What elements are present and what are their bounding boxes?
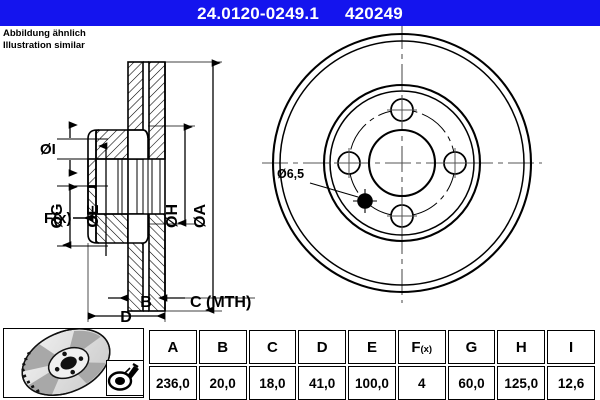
disclaimer-de: Abbildung ähnlich [3,28,86,39]
circle-hat-outer-inner [329,90,475,236]
header-cell-B: B [198,330,247,364]
label-dia-G: ØG [49,204,66,229]
label-dia-E: ØE [85,204,102,227]
header-cell-D: D [298,330,347,364]
circle-hat-outer [322,83,482,243]
illustration-disclaimer: Abbildung ähnlich Illustration similar [3,28,86,51]
label-dia-I: ØI [40,141,56,158]
annotation-force-x: F(x) [44,210,94,227]
header-f-letter: F [411,338,421,356]
table-header-row: A B C D E F(x) G H I [149,330,595,364]
dimension-table: A B C D E F(x) G H I 236,0 20,0 18,0 41,… [147,328,597,400]
bolt-hole [387,201,417,231]
value-cell-C: 18,0 [248,366,297,400]
label-dia-6-5: Ø6,5 [277,167,304,181]
bottom-panel: A B C D E F(x) G H I 236,0 20,0 18,0 41,… [0,326,600,400]
article-number: 420249 [344,3,403,23]
spray-coating-icon [106,360,144,396]
dimension-dia-G: ØG [49,183,108,249]
technical-drawing: ØI ØG ØE [0,26,600,324]
label-dia-A: ØA [192,204,209,228]
circle-outer-disc-inner [279,40,525,286]
header-cell-I: I [547,330,595,364]
label-force-x: F(x) [44,210,72,227]
disclaimer-en: Illustration similar [3,39,85,51]
value-cell-E: 100,0 [348,366,396,400]
label-dim-C: C (MTH) [190,294,251,311]
value-cell-H: 125,0 [497,366,546,400]
bolt-hole [334,148,364,178]
bolt-hole [387,95,417,125]
label-dim-B: B [140,294,152,311]
table-value-row: 236,0 20,0 18,0 41,0 100,0 4 60,0 125,0 … [149,366,595,400]
header-cell-A: A [149,330,197,364]
value-cell-D: 41,0 [298,366,347,400]
part-number: 24.0120-0249.1 [197,3,319,23]
value-cell-A: 236,0 [149,366,197,400]
header-bar: 24.0120-0249.1 420249 [0,0,600,26]
value-cell-B: 20,0 [198,366,247,400]
header-cell-E: E [348,330,396,364]
label-dia-H: ØH [164,204,181,228]
leader-line-dia65 [309,182,359,198]
bolt-holes [334,95,470,231]
dimension-dia-H: ØH [148,123,195,228]
header-cell-G: G [447,330,496,364]
cross-section-view: ØI ØG ØE [40,59,255,324]
value-cell-G: 60,0 [447,366,496,400]
circle-center-bore [367,128,437,198]
locating-hole [353,189,377,213]
value-cell-F: 4 [397,366,446,400]
header-f-subscript: (x) [420,343,433,355]
circle-outer-disc [271,32,533,294]
header-cell-F: F(x) [397,330,446,364]
front-view: Ø6,5 [262,26,542,303]
label-dim-D: D [120,309,132,324]
header-cell-H: H [497,330,546,364]
value-cell-I: 12,6 [547,366,595,400]
header-cell-C: C [248,330,297,364]
dimension-dia-A: ØA [165,59,222,314]
dimension-C: C (MTH) [185,294,255,311]
dimension-D: D [87,243,166,324]
dimension-B: B [108,294,185,311]
section-hub-face [95,62,166,311]
bolt-hole [440,148,470,178]
